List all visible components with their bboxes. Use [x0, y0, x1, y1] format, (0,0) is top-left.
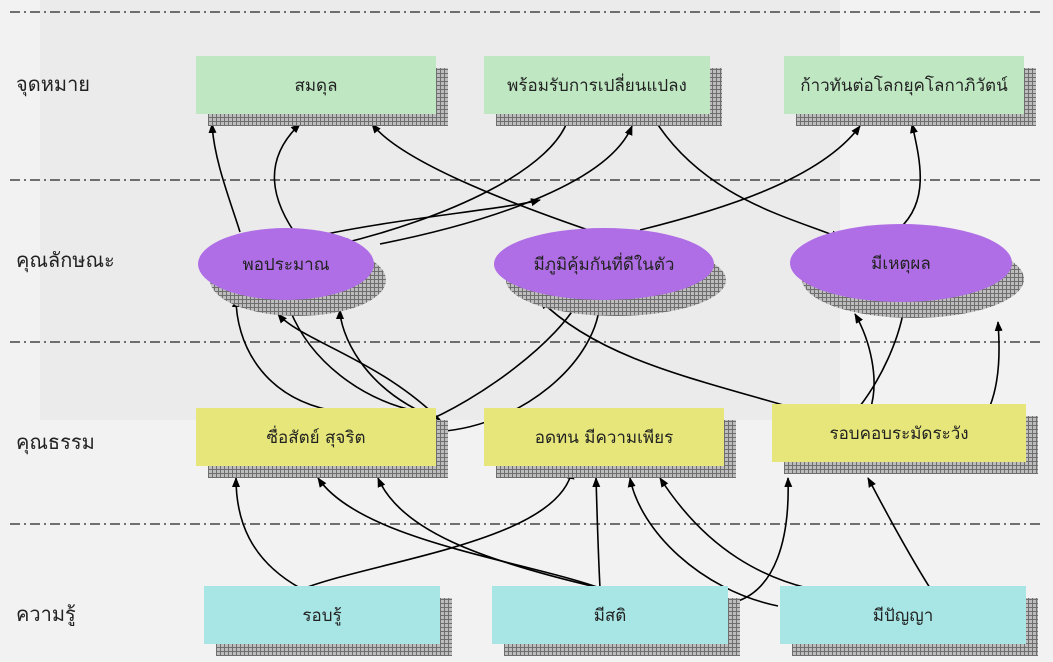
connector-arrow	[867, 477, 931, 589]
node-immunity: มีภูมิคุ้มกันที่ดีในตัว	[494, 228, 714, 300]
connector-arrow	[277, 313, 441, 421]
connector-arrow	[419, 297, 581, 425]
connector-arrow	[273, 123, 301, 241]
connector-arrow	[734, 477, 793, 603]
connector-arrow	[649, 111, 841, 239]
connector-arrow	[539, 299, 801, 411]
connector-arrow	[592, 477, 601, 589]
node-balance: สมดุล	[196, 56, 436, 114]
node-ready-for-change: พร้อมรับการเปลี่ยนแปลง	[484, 56, 710, 114]
connector-arrow	[377, 477, 601, 589]
row-separators	[10, 11, 1043, 525]
row-label-goal: จุดหมาย	[16, 72, 91, 96]
node-keep-up-globalization: ก้าวทันต่อโลกยุคโลกาภิวัตน์	[784, 56, 1024, 114]
connector-arrow	[232, 477, 301, 589]
connector-arrow	[899, 123, 922, 229]
connector-arrow	[339, 111, 571, 246]
connector-arrow	[317, 477, 601, 589]
node-perseverance: อดทน มีความเพียร	[484, 408, 724, 466]
node-wisdom: มีปัญญา	[780, 586, 1026, 644]
row-label-knowledge: ความรู้	[16, 602, 76, 626]
connector-arrow	[379, 125, 633, 245]
node-mindfulness: มีสติ	[492, 586, 728, 644]
connector-arrow	[429, 297, 604, 433]
node-prudence: รอบคอบระมัดระวัง	[772, 404, 1026, 462]
connector-arrow	[627, 477, 779, 607]
connector-arrow	[371, 123, 601, 235]
connector-arrow	[232, 297, 341, 413]
connector-arrow	[208, 123, 241, 233]
connector-arrow	[659, 477, 861, 597]
node-moderation: พอประมาณ	[198, 228, 374, 300]
node-honesty: ซื่อสัตย์ สุจริต	[196, 408, 436, 466]
connector-arrow	[639, 125, 861, 231]
row-label-traits: คุณลักษณะ	[16, 248, 115, 272]
connector-arrow	[854, 313, 875, 411]
row-label-morals: คุณธรรม	[16, 430, 95, 454]
connector-arrow	[304, 469, 575, 589]
connector-arrow	[289, 309, 421, 415]
node-knowledgeable: รอบรู้	[204, 586, 440, 644]
node-reasonableness: มีเหตุผล	[790, 224, 1012, 302]
connector-arrow	[989, 321, 1003, 407]
